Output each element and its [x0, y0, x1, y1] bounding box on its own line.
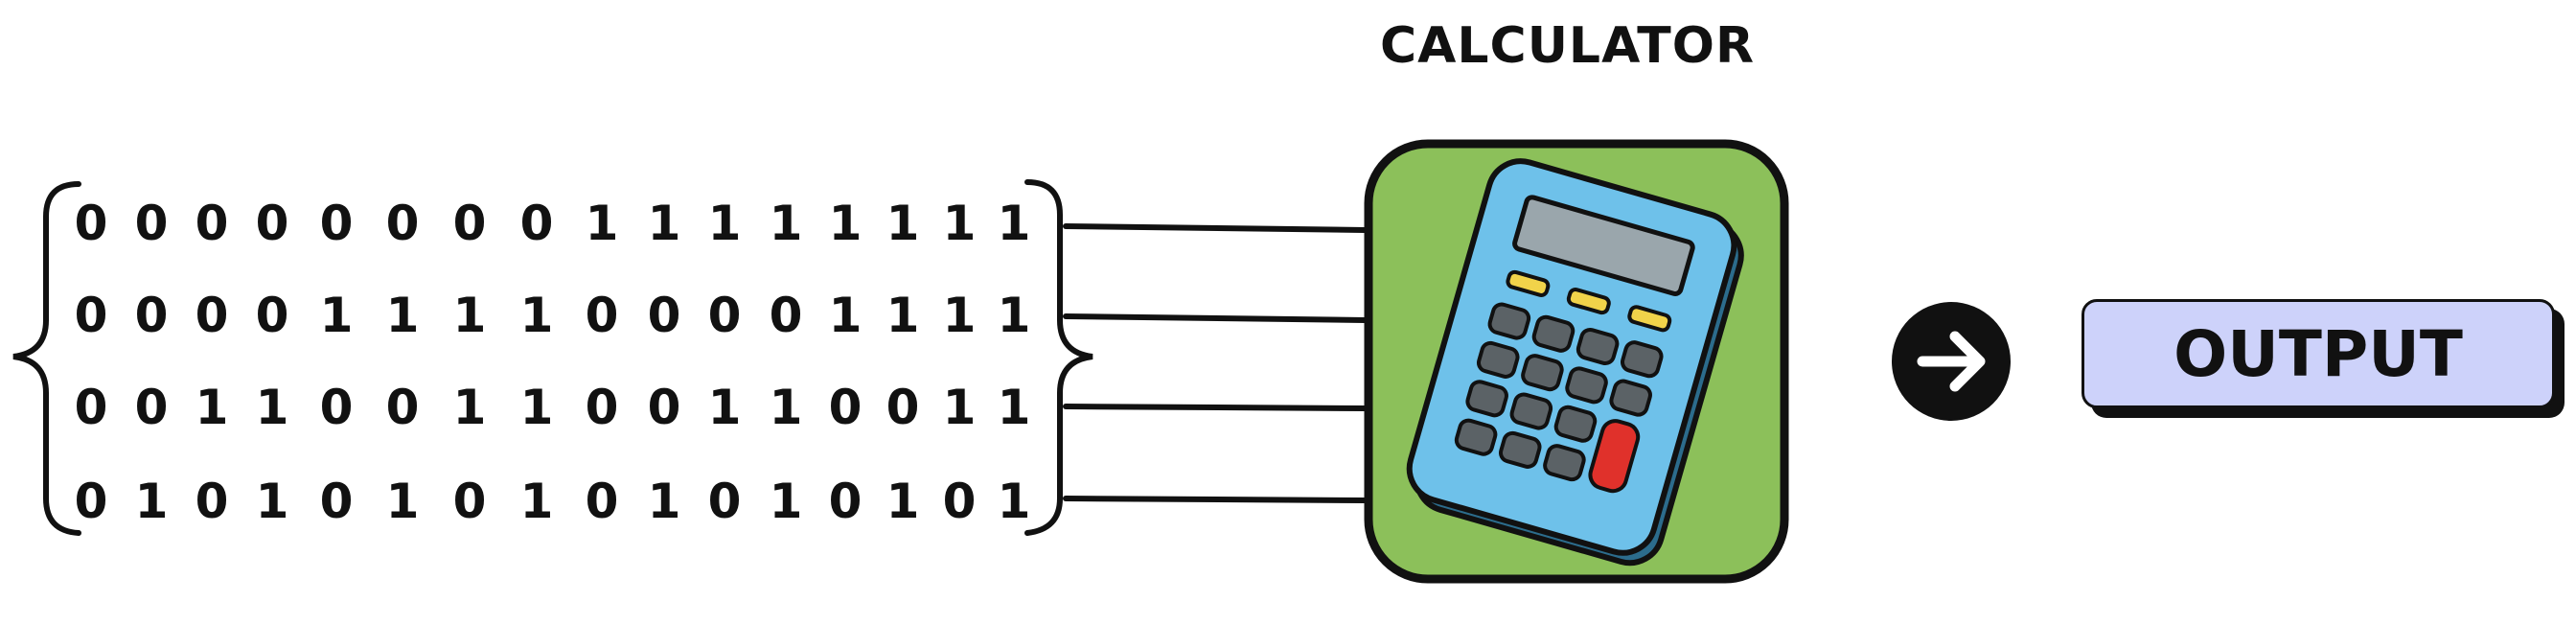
bit-cell: 1: [829, 196, 862, 251]
bit-cell: 1: [386, 288, 420, 343]
bit-cell: 0: [586, 380, 619, 435]
bit-cell: 1: [520, 288, 554, 343]
bit-cell: 1: [770, 380, 803, 435]
bit-cell: 1: [998, 288, 1031, 343]
bit-cell: 1: [196, 380, 229, 435]
left-brace: [12, 181, 81, 536]
bit-cell: 1: [770, 196, 803, 251]
bit-cell: 0: [196, 288, 229, 343]
bit-cell: 1: [586, 196, 619, 251]
bit-cell: 0: [943, 474, 977, 529]
bit-cell: 0: [648, 380, 681, 435]
bit-cell: 0: [829, 474, 862, 529]
bit-cell: 1: [708, 380, 742, 435]
output-button[interactable]: OUTPUT: [2082, 299, 2555, 408]
bit-cell: 1: [320, 288, 354, 343]
bit-cell: 0: [135, 380, 169, 435]
bit-cell: 1: [998, 474, 1031, 529]
bit-cell: 1: [943, 288, 977, 343]
bit-cell: 0: [648, 288, 681, 343]
bit-cell: 0: [586, 288, 619, 343]
bit-cell: 1: [386, 474, 420, 529]
bit-cell: 0: [135, 288, 169, 343]
bit-cell: 1: [256, 380, 289, 435]
bit-cell: 0: [75, 196, 108, 251]
bit-cell: 1: [453, 380, 487, 435]
calculator-icon: [1406, 158, 1744, 567]
bit-cell: 0: [196, 474, 229, 529]
bit-cell: 0: [708, 474, 742, 529]
calculator-title: CALCULATOR: [1380, 17, 1755, 75]
bit-cell: 1: [708, 196, 742, 251]
bit-cell: 0: [453, 196, 487, 251]
bit-cell: 0: [196, 196, 229, 251]
bit-cell: 1: [648, 196, 681, 251]
bit-cell: 0: [386, 380, 420, 435]
connector-line: [1063, 223, 1368, 233]
bit-cell: 1: [998, 196, 1031, 251]
bit-cell: 0: [520, 196, 554, 251]
connector-line: [1063, 313, 1368, 323]
bit-cell: 0: [256, 288, 289, 343]
bit-cell: 0: [829, 380, 862, 435]
bit-cell: 1: [998, 380, 1031, 435]
bit-cell: 0: [320, 196, 354, 251]
bit-cell: 0: [256, 196, 289, 251]
calculator-box: [1364, 139, 1789, 584]
bit-cell: 1: [886, 474, 920, 529]
bit-cell: 0: [708, 288, 742, 343]
bit-cell: 1: [943, 380, 977, 435]
bit-cell: 1: [943, 196, 977, 251]
bit-cell: 0: [453, 474, 487, 529]
bit-cell: 0: [770, 288, 803, 343]
arrow-right-icon: [1892, 302, 2011, 421]
bit-cell: 0: [135, 196, 169, 251]
bit-cell: 1: [520, 380, 554, 435]
bit-cell: 1: [648, 474, 681, 529]
bit-cell: 1: [886, 196, 920, 251]
bit-cell: 0: [886, 380, 920, 435]
connector-line: [1063, 496, 1368, 503]
bit-cell: 0: [320, 380, 354, 435]
right-brace: [1024, 179, 1093, 536]
bit-cell: 1: [135, 474, 169, 529]
connector-line: [1063, 404, 1368, 411]
connector-lines: [1063, 223, 1368, 503]
bit-cell: 0: [320, 474, 354, 529]
bit-cell: 0: [75, 288, 108, 343]
bit-cell: 1: [770, 474, 803, 529]
bit-cell: 1: [520, 474, 554, 529]
bit-cell: 1: [886, 288, 920, 343]
bit-cell: 0: [75, 474, 108, 529]
bit-cell: 0: [75, 380, 108, 435]
bit-cell: 0: [586, 474, 619, 529]
bit-cell: 1: [829, 288, 862, 343]
bit-cell: 0: [386, 196, 420, 251]
bit-cell: 1: [256, 474, 289, 529]
bit-cell: 1: [453, 288, 487, 343]
